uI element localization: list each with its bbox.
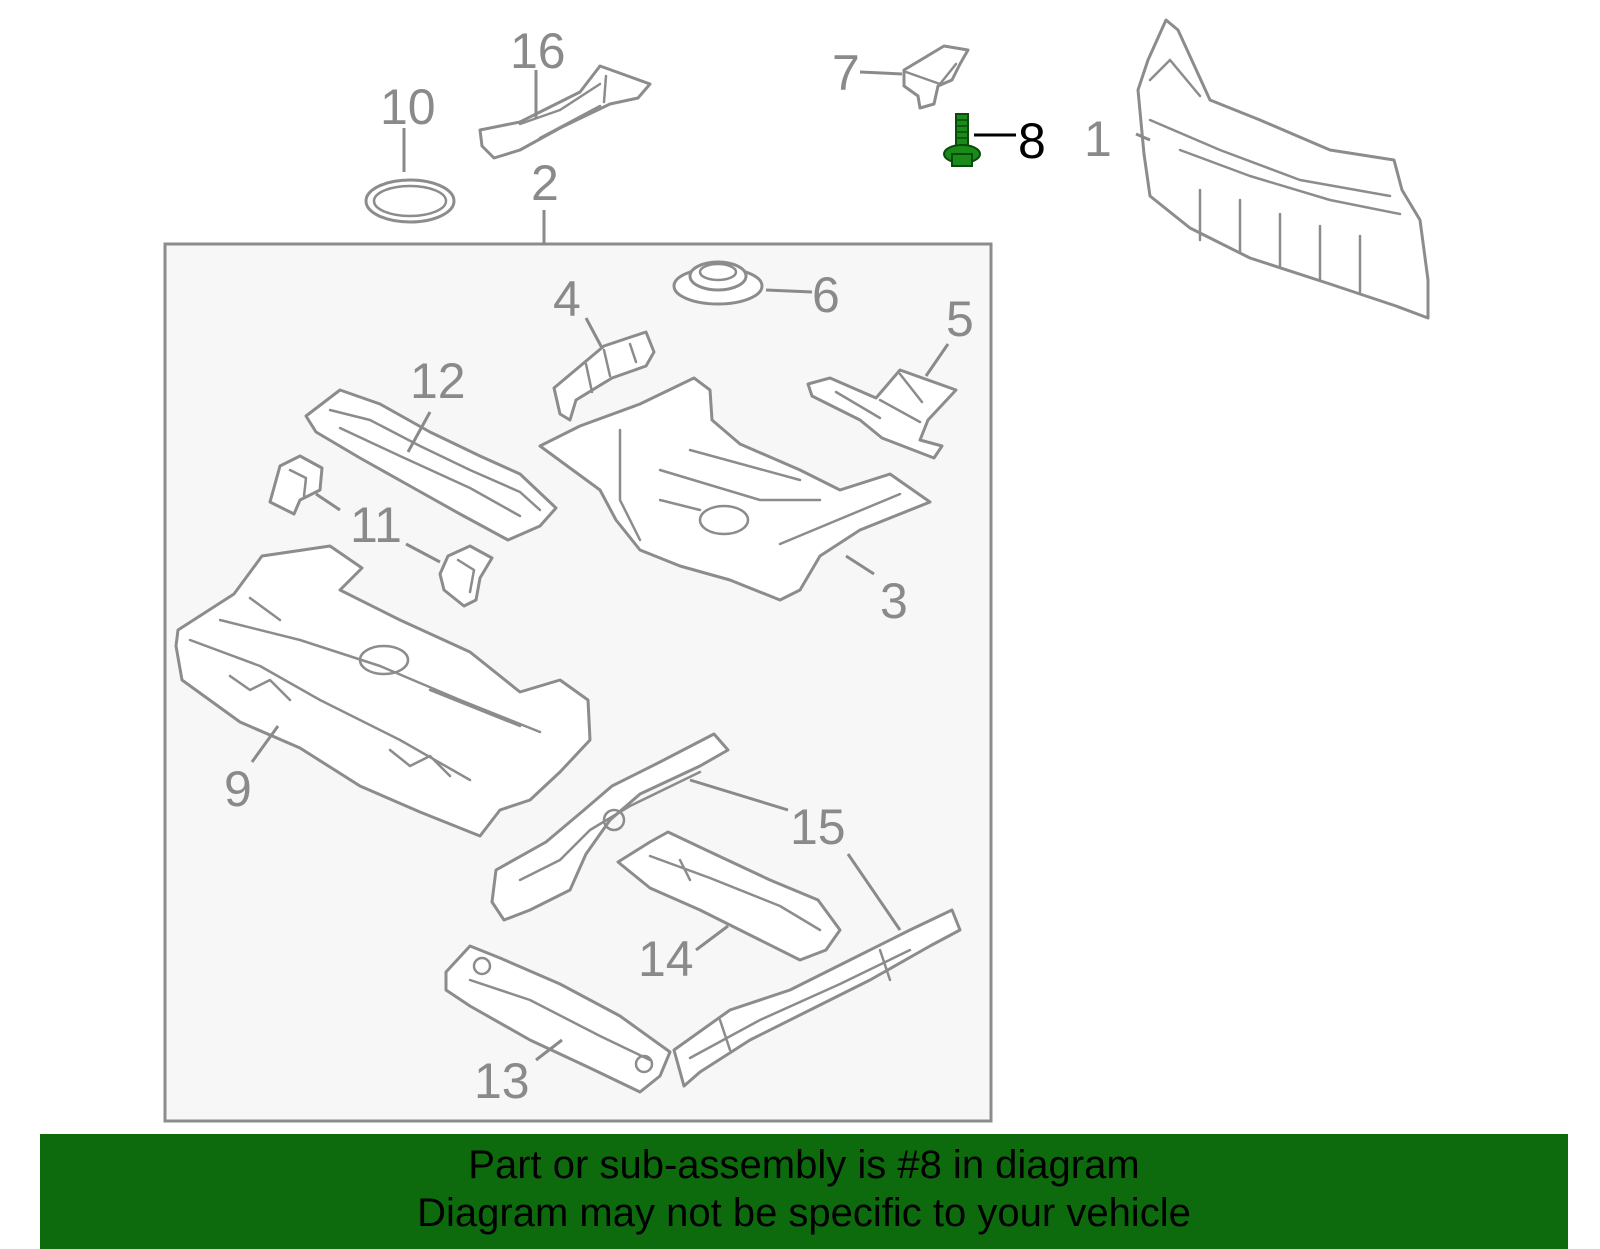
leader-11-upper [315,492,341,512]
part-15-side-member-left [490,732,730,922]
leader-4 [584,317,604,349]
callout-8: 8 [1018,113,1046,169]
leader-13 [535,1038,563,1062]
callout-4: 4 [553,271,581,327]
part-10-grommet [364,178,456,224]
part-12-rail [304,388,558,542]
leader-1 [1135,132,1151,142]
callout-2: 2 [531,155,559,211]
callout-5: 5 [946,291,974,347]
callout-1: 1 [1084,111,1112,167]
part-1-rear-panel [1136,18,1430,320]
part-11-gusset-upper [268,454,324,516]
callout-16: 16 [510,23,566,79]
banner-line-disclaimer: Diagram may not be specific to your vehi… [417,1191,1191,1235]
leader-12 [406,411,432,453]
leader-15-upper [689,778,789,812]
leader-15-lower [846,853,902,931]
leader-5 [924,343,950,377]
callout-12: 12 [410,353,466,409]
callout-7: 7 [832,45,860,101]
part-4-bracket [552,330,656,422]
part-11-gusset-lower [438,544,494,608]
banner-line-part-number: Part or sub-assembly is #8 in diagram [468,1143,1140,1187]
part-16-bracket [478,64,652,160]
callout-6: 6 [812,267,840,323]
part-13-rear-cross-member [444,944,672,1094]
leader-6 [765,288,813,294]
leader-11-lower [405,542,441,564]
leader-9 [250,725,280,763]
callout-10: 10 [380,79,436,135]
part-8-bolt [943,113,981,167]
part-15-side-member-right [672,908,962,1088]
callout-15: 15 [790,799,846,855]
part-6-plug [672,260,764,306]
leader-7 [859,70,903,76]
part-3-rear-floor [538,376,932,602]
part-9-front-floor [174,544,592,838]
leader-14 [695,924,729,952]
callout-11: 11 [350,497,402,553]
info-banner: Part or sub-assembly is #8 in diagram Di… [40,1134,1568,1249]
callout-9: 9 [224,761,252,817]
leader-3 [845,554,875,576]
callout-13: 13 [474,1053,530,1109]
part-5-bracket [806,368,958,460]
part-7-clip [902,44,970,110]
callout-14: 14 [638,931,694,987]
part-14-cross-member [616,830,842,962]
callout-3: 3 [880,573,908,629]
